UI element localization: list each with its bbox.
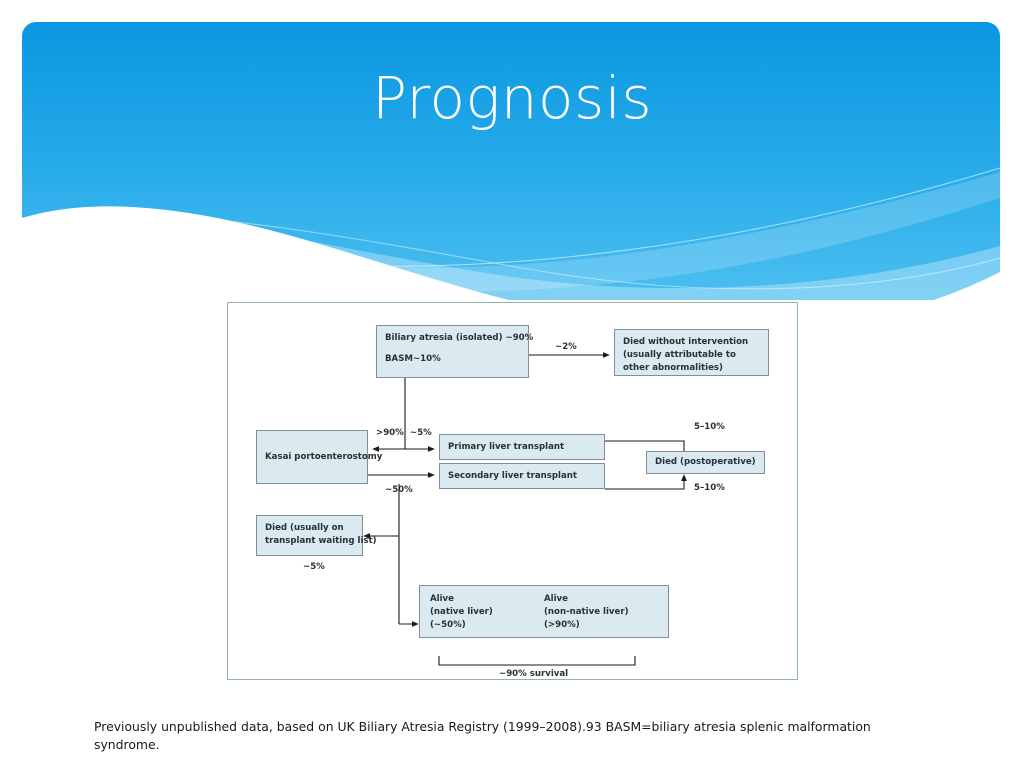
box-secondary-transplant-label: Secondary liver transplant: [448, 470, 577, 481]
edge-label-waiting-list-death: ~5%: [303, 562, 325, 572]
banner-artwork: [22, 22, 1000, 300]
page-title: Prognosis: [371, 64, 653, 132]
alive-non-native-line1: Alive: [544, 594, 568, 604]
box-died-postoperative: Died (postoperative): [646, 451, 765, 474]
alive-non-native-line3: (>90%): [544, 619, 580, 630]
box-secondary-liver-transplant: Secondary liver transplant: [439, 463, 605, 489]
banner-highlight-stroke-a: [22, 167, 1000, 267]
edge-label-postop-death-upper: 5–10%: [694, 422, 725, 432]
alive-native-liver-group: Alive (native liver) (~50%): [430, 593, 544, 632]
box-alive-outcomes: Alive (native liver) (~50%) Alive (non-n…: [419, 585, 669, 638]
banner-highlight-stroke-b: [22, 213, 1000, 290]
banner-base-shape: [22, 22, 1000, 300]
slide-header-banner: [22, 22, 1000, 300]
alive-native-line1: Alive: [430, 594, 454, 604]
figure-container: Biliary atresia (isolated) ~90% BASM~10%…: [227, 302, 798, 680]
box-biliary-atresia: Biliary atresia (isolated) ~90% BASM~10%: [376, 325, 534, 378]
box-primary-transplant-label: Primary liver transplant: [448, 441, 565, 452]
box-kasai-label: Kasai portoenterostomy: [265, 451, 383, 462]
box-died-no-intervention-line2: (usually attributable to: [623, 349, 736, 360]
edge-label-to-kasai: >90%: [376, 428, 404, 438]
edge-secondary-to-postop-death: [605, 474, 687, 490]
edge-label-postop-death-lower: 5–10%: [694, 483, 725, 493]
survival-bracket: [438, 656, 636, 666]
box-died-waiting-list: Died (usually on transplant waiting list…: [256, 515, 377, 556]
box-primary-liver-transplant: Primary liver transplant: [439, 434, 605, 460]
box-died-no-intervention-line1: Died without intervention: [623, 337, 749, 347]
alive-non-native-liver-group: Alive (non-native liver) (>90%): [544, 593, 658, 632]
edge-label-died-no-intervention: ~2%: [555, 342, 577, 352]
box-died-without-intervention: Died without intervention (usually attri…: [614, 329, 769, 376]
box-died-waiting-list-line1: Died (usually on: [265, 523, 344, 533]
box-died-postoperative-label: Died (postoperative): [655, 457, 756, 468]
figure-caption: Previously unpublished data, based on UK…: [94, 719, 871, 752]
edge-label-to-primary-transplant: ~5%: [410, 428, 432, 438]
alive-non-native-line2: (non-native liver): [544, 606, 629, 617]
box-kasai-portoenterostomy: Kasai portoenterostomy: [256, 430, 382, 484]
box-biliary-atresia-line1: Biliary atresia (isolated) ~90%: [385, 333, 534, 343]
edge-label-to-secondary-transplant: ~50%: [385, 485, 413, 495]
box-died-no-intervention-line3: other abnormalities): [623, 362, 723, 373]
survival-bracket-label: ~90% survival: [499, 669, 569, 679]
box-biliary-atresia-line2: BASM~10%: [385, 353, 441, 364]
box-died-waiting-list-line2: transplant waiting list): [265, 535, 377, 546]
figure-connectors: [363, 352, 687, 666]
banner-wave-light: [22, 216, 1000, 300]
alive-native-line2: (native liver): [430, 606, 493, 617]
alive-native-line3: (~50%): [430, 619, 466, 630]
